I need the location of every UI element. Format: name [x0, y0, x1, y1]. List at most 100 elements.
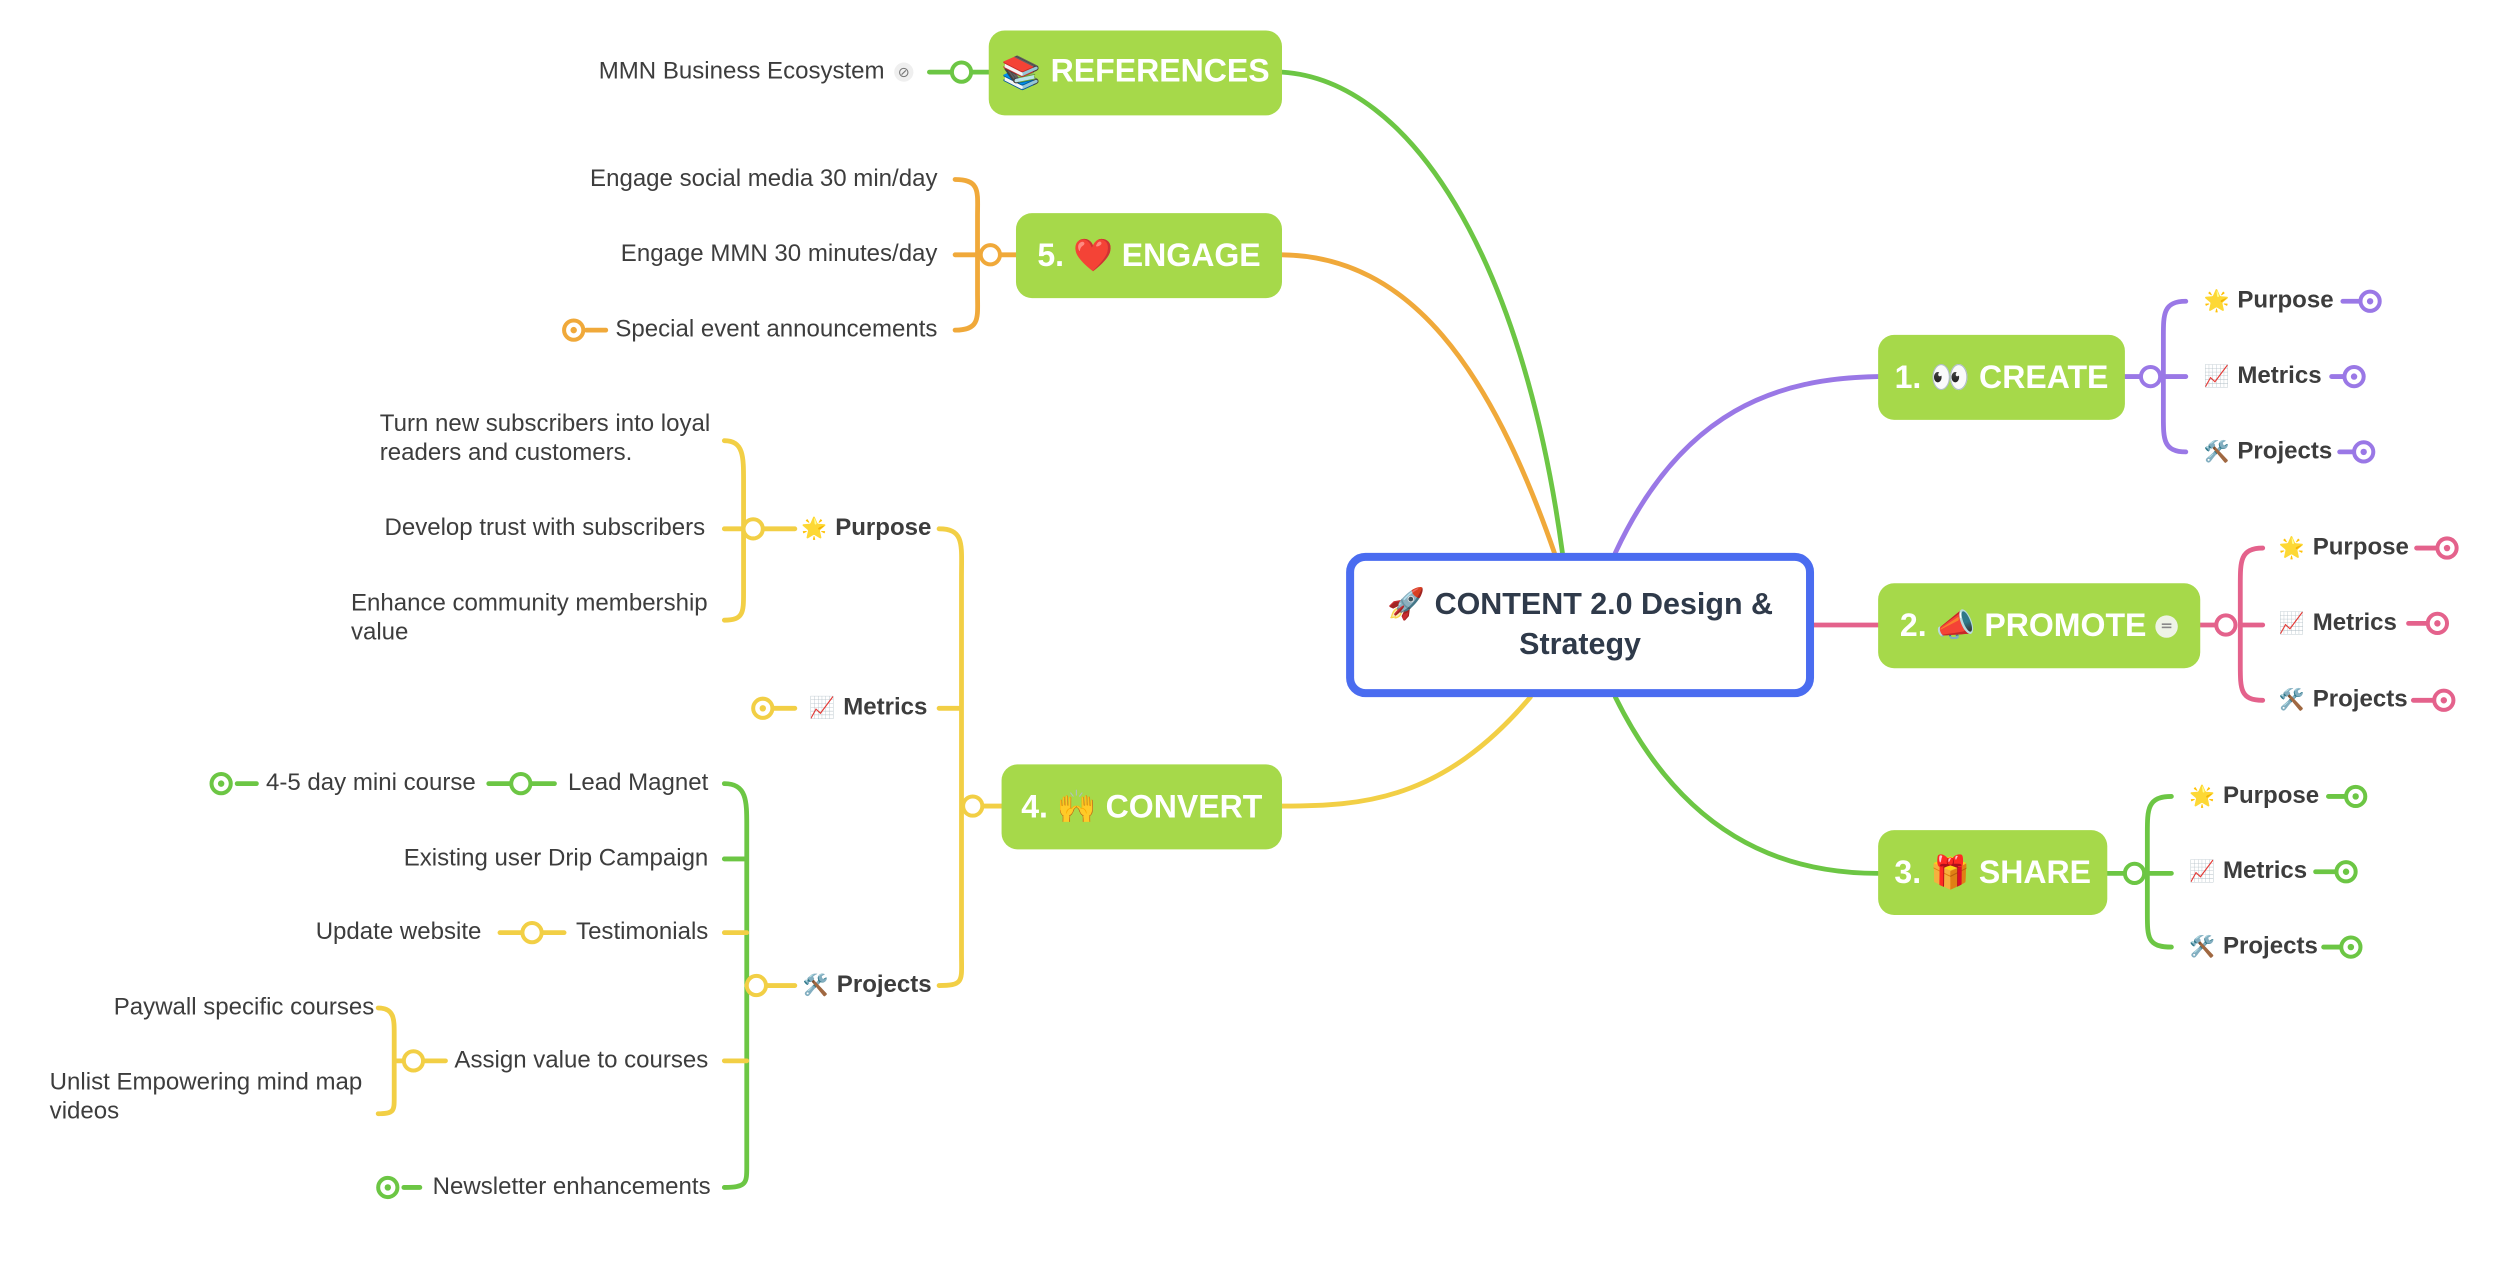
purpose-item-3[interactable]: Enhance community membership value — [350, 589, 708, 646]
engage-item-3[interactable]: Special event announcements — [615, 315, 938, 343]
share-projects[interactable]: 🛠️ Projects — [2189, 933, 2318, 960]
create-projects-label: Projects — [2237, 437, 2333, 465]
collapsed-marker-share-projects[interactable] — [2339, 935, 2363, 959]
collapsed-marker-create-projects[interactable] — [2352, 440, 2376, 464]
topic-convert-label: 4. 🙌 CONVERT — [1021, 790, 1263, 826]
collapsed-marker-promote-metrics[interactable] — [2425, 611, 2450, 635]
connector-share-ends — [2313, 794, 2347, 950]
promote-metrics-label: Metrics — [2312, 608, 2397, 637]
tools-icon: 🛠️ — [2189, 934, 2215, 959]
connector-create-ends — [2329, 298, 2362, 455]
link-icon[interactable]: ⊘ — [894, 62, 914, 82]
collapsed-marker-promote-projects[interactable] — [2432, 688, 2456, 712]
central-topic[interactable]: 🚀CONTENT 2.0 Design & Strategy — [1346, 552, 1815, 698]
topic-references[interactable]: 📚REFERENCES — [988, 30, 1282, 116]
project-paywall[interactable]: Paywall specific courses — [113, 993, 375, 1021]
create-projects[interactable]: 🛠️ Projects — [2203, 437, 2332, 464]
topic-engage-label: 5. ❤️ ENGAGE — [1037, 238, 1261, 275]
connector-create — [1612, 374, 1881, 556]
project-unlist-videos[interactable]: Unlist Empowering mind map videos — [49, 1068, 363, 1125]
topic-share-label: 3. 🎁 SHARE — [1894, 855, 2092, 891]
share-purpose[interactable]: 🌟Purpose — [2189, 782, 2319, 809]
convert-projects-label: Projects — [836, 971, 932, 999]
project-update-website[interactable]: Update website — [315, 918, 482, 946]
purpose-item-2[interactable]: Develop trust with subscribers — [384, 514, 706, 542]
star-icon: 🌟 — [2203, 288, 2230, 313]
junction-promote[interactable] — [2214, 613, 2238, 637]
connector-engage — [1279, 252, 1557, 556]
connector-promote-ends — [2406, 545, 2439, 703]
promote-projects[interactable]: 🛠️ Projects — [2279, 686, 2408, 713]
topic-create[interactable]: 1. 👀 CREATE — [1878, 334, 2125, 420]
create-metrics[interactable]: 📈Metrics — [2203, 362, 2321, 389]
share-metrics[interactable]: 📈 Metrics — [2189, 857, 2307, 884]
convert-purpose[interactable]: 🌟 Purpose — [801, 514, 931, 541]
star-icon: 🌟 — [2189, 783, 2215, 808]
collapsed-marker-promote-purpose[interactable] — [2435, 536, 2459, 560]
tools-icon: 🛠️ — [2278, 687, 2305, 712]
references-item[interactable]: MMN Business Ecosystem ⊘ — [599, 58, 914, 87]
connector-convert-bracket — [936, 526, 1004, 988]
collapsed-marker-metrics[interactable] — [751, 696, 775, 720]
references-item-label: MMN Business Ecosystem — [598, 57, 885, 85]
promote-projects-label: Projects — [2312, 685, 2408, 714]
topic-convert[interactable]: 4. 🙌 CONVERT — [1001, 764, 1282, 850]
topic-engage[interactable]: 5. ❤️ ENGAGE — [1015, 213, 1282, 299]
create-purpose-label: Purpose — [2237, 286, 2334, 315]
collapsed-marker-create-purpose[interactable] — [2358, 289, 2382, 313]
tools-icon: 🛠️ — [802, 972, 829, 997]
junction-create[interactable] — [2138, 364, 2163, 389]
create-purpose[interactable]: 🌟 Purpose — [2203, 287, 2333, 314]
junction-purpose[interactable] — [741, 517, 765, 541]
junction-engage[interactable] — [978, 243, 1002, 267]
project-drip-campaign[interactable]: Existing user Drip Campaign — [403, 844, 709, 872]
engage-item-2[interactable]: Engage MMN 30 minutes/day — [620, 240, 938, 268]
project-mini-course[interactable]: 4-5 day mini course — [266, 769, 476, 797]
connector-projects-yellow — [721, 930, 759, 1064]
rocket-icon: 🚀 — [1387, 588, 1426, 622]
chart-up-icon: 📈 — [2189, 858, 2215, 883]
connector-references — [1279, 69, 1565, 556]
convert-purpose-label: Purpose — [835, 514, 932, 542]
note-icon[interactable] — [2156, 614, 2179, 637]
convert-projects[interactable]: 🛠️ Projects — [803, 971, 932, 998]
convert-metrics-label: Metrics — [843, 693, 928, 722]
junction-convert[interactable] — [961, 794, 985, 818]
junction-lead-magnet[interactable] — [509, 772, 533, 796]
topic-promote[interactable]: 2. 📣 PROMOTE — [1878, 583, 2201, 669]
junction-testimonials[interactable] — [520, 921, 544, 945]
star-icon: 🌟 — [2278, 535, 2305, 560]
project-newsletter[interactable]: Newsletter enhancements — [432, 1173, 711, 1201]
share-metrics-label: Metrics — [2222, 857, 2308, 885]
convert-metrics[interactable]: 📈Metrics — [809, 694, 927, 721]
topic-references-label: REFERENCES — [1050, 54, 1270, 90]
junction-share[interactable] — [2122, 861, 2147, 885]
engage-item-1[interactable]: Engage social media 30 min/day — [590, 165, 938, 193]
tools-icon: 🛠️ — [2203, 439, 2230, 464]
purpose-item-1[interactable]: Turn new subscribers into loyal readers … — [379, 410, 711, 467]
promote-metrics[interactable]: 📈 Metrics — [2279, 609, 2397, 636]
promote-purpose[interactable]: 🌟Purpose — [2279, 534, 2409, 561]
project-lead-magnet[interactable]: Lead Magnet — [567, 769, 709, 797]
books-icon: 📚 — [1001, 56, 1041, 92]
create-metrics-label: Metrics — [2237, 362, 2322, 390]
junction-references[interactable] — [949, 60, 974, 84]
junction-projects[interactable] — [744, 973, 768, 998]
junction-assign-value[interactable] — [401, 1049, 426, 1073]
collapsed-marker-newsletter[interactable] — [376, 1175, 400, 1200]
collapsed-marker-mini-course[interactable] — [209, 772, 233, 796]
topic-share[interactable]: 3. 🎁 SHARE — [1878, 830, 2108, 916]
share-projects-label: Projects — [2222, 932, 2318, 960]
project-assign-value[interactable]: Assign value to courses — [454, 1046, 709, 1074]
central-topic-title: CONTENT 2.0 Design & Strategy — [1434, 588, 1774, 662]
star-icon: 🌟 — [801, 516, 828, 541]
collapsed-marker-special-event[interactable] — [562, 318, 586, 342]
project-testimonials[interactable]: Testimonials — [576, 918, 709, 946]
collapsed-marker-share-purpose[interactable] — [2344, 784, 2368, 809]
connector-projects-bracket — [721, 781, 750, 1190]
collapsed-marker-share-metrics[interactable] — [2334, 860, 2358, 884]
chart-up-icon: 📈 — [2278, 610, 2305, 635]
collapsed-marker-create-metrics[interactable] — [2342, 364, 2366, 389]
